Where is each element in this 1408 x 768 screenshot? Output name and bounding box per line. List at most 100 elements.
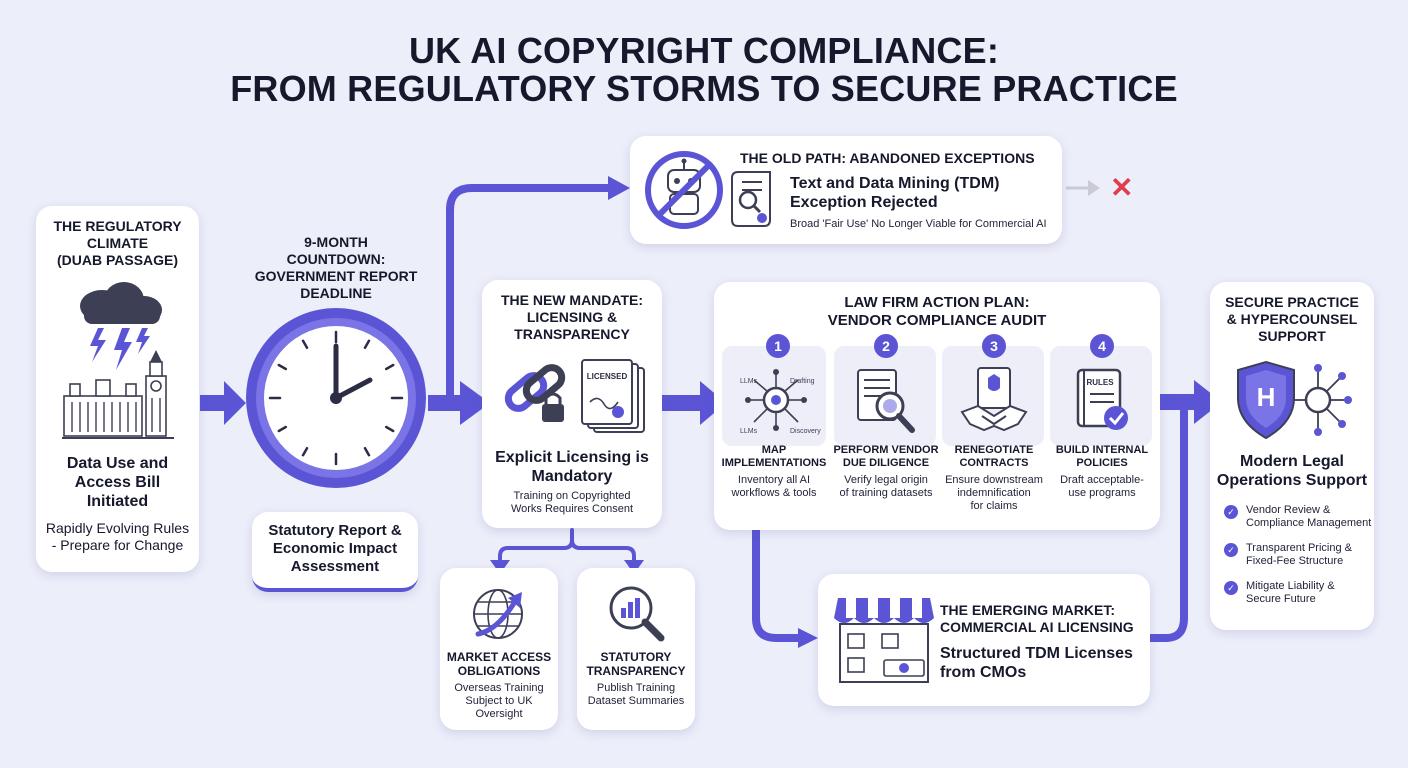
emerging-market-title: Structured TDM Licenses from CMOs — [940, 644, 1146, 682]
step-number-badge: 2 — [874, 334, 898, 358]
arrow-to-emerging-market — [798, 628, 818, 648]
statutory-transparency-text: Publish Training Dataset Summaries — [577, 682, 695, 708]
emerging-market-card: THE EMERGING MARKET: COMMERCIAL AI LICEN… — [818, 574, 1150, 706]
secure-practice-item-line: Secure Future — [1246, 593, 1316, 605]
action-step-3-text: Ensure downstream indemnification for cl… — [938, 474, 1050, 513]
new-mandate-heading-line: THE NEW MANDATE: — [500, 292, 644, 308]
check-icon: ✓ — [1224, 505, 1238, 519]
emerging-market-title-line: Structured TDM Licenses — [940, 645, 1133, 662]
secure-practice-heading-line: SECURE PRACTICE — [1225, 294, 1359, 310]
action-step-1-title: MAP IMPLEMENTATIONS — [718, 444, 830, 470]
market-access-heading-line: MARKET ACCESS — [446, 650, 552, 664]
arrow-climate-to-countdown — [200, 381, 246, 425]
action-plan-card: LAW FIRM ACTION PLAN: VENDOR COMPLIANCE … — [714, 282, 1160, 530]
secure-practice-item: ✓ Vendor Review & Compliance Management — [1224, 504, 1371, 530]
action-step-title-line: IMPLEMENTATIONS — [721, 457, 827, 469]
countdown-heading-line: 9-MONTH — [304, 234, 368, 250]
action-step-text-line: workflows & tools — [731, 487, 817, 499]
market-access-heading: MARKET ACCESS OBLIGATIONS — [440, 650, 558, 678]
old-path-card: THE OLD PATH: ABANDONED EXCEPTIONS Text … — [630, 136, 1062, 244]
secure-practice-item: ✓ Mitigate Liability & Secure Future — [1224, 580, 1335, 606]
countdown-report-card: Statutory Report & Economic Impact Asses… — [252, 512, 418, 592]
secure-practice-item-text: Vendor Review & Compliance Management — [1246, 504, 1371, 530]
countdown-report-line: Assessment — [290, 558, 380, 575]
arrow-to-old-path — [608, 176, 630, 200]
check-icon: ✓ — [1224, 543, 1238, 557]
countdown-heading-line: DEADLINE — [300, 285, 372, 301]
market-access-card: MARKET ACCESS OBLIGATIONS Overseas Train… — [440, 568, 558, 730]
new-mandate-title-line: Explicit Licensing is — [495, 449, 649, 466]
countdown-report-text: Statutory Report & Economic Impact Asses… — [252, 522, 418, 576]
network-label-llms: LLMs — [740, 378, 758, 385]
new-mandate-heading-line: TRANSPARENCY — [514, 326, 630, 342]
action-step-text-line: for claims — [970, 500, 1018, 512]
emerging-market-heading: THE EMERGING MARKET: COMMERCIAL AI LICEN… — [940, 602, 1146, 636]
action-plan-heading-line: LAW FIRM ACTION PLAN: — [844, 294, 1030, 311]
market-access-text-line: Overseas Training — [454, 682, 544, 694]
document-magnifier-icon — [857, 369, 915, 433]
new-mandate-text: Training on Copyrighted Works Requires C… — [482, 490, 662, 516]
licensed-document-icon — [581, 359, 645, 433]
action-step-text-line: of training datasets — [839, 487, 933, 499]
action-step-1-text: Inventory all AI workflows & tools — [718, 474, 830, 500]
secure-practice-item-text: Mitigate Liability & Secure Future — [1246, 580, 1335, 606]
regulatory-climate-card: THE REGULATORY CLIMATE (DUAB PASSAGE) — [36, 206, 199, 572]
regulatory-climate-heading-line: THE REGULATORY — [53, 218, 182, 234]
market-access-text-line: Subject to UK — [465, 695, 533, 707]
regulatory-climate-title-line: Data Use and — [66, 455, 169, 472]
secure-practice-heading-line: SUPPORT — [1258, 328, 1326, 344]
secure-practice-item-line: Vendor Review & — [1246, 504, 1331, 516]
new-mandate-heading-line: LICENSING & — [526, 309, 618, 325]
secure-practice-item-line: Fixed-Fee Structure — [1246, 555, 1344, 567]
new-mandate-title-line: Mandatory — [531, 468, 613, 485]
market-stall-icon — [834, 598, 934, 683]
secure-practice-item: ✓ Transparent Pricing & Fixed-Fee Struct… — [1224, 542, 1352, 568]
statutory-transparency-heading-line: TRANSPARENCY — [586, 664, 686, 678]
action-step-2-title: PERFORM VENDOR DUE DILIGENCE — [830, 444, 942, 470]
scroll-search-icon — [731, 171, 771, 227]
robot-prohibited-icon — [645, 151, 723, 229]
regulatory-climate-title-line: Initiated — [86, 493, 149, 510]
action-step-text-line: Ensure downstream — [945, 474, 1043, 486]
magnifier-chart-icon — [609, 586, 665, 642]
secure-practice-title-line: Operations Support — [1216, 472, 1368, 489]
secure-practice-heading: SECURE PRACTICE & HYPERCOUNSEL SUPPORT — [1210, 294, 1374, 345]
old-path-title: Text and Data Mining (TDM) Exception Rej… — [790, 174, 1050, 212]
market-access-heading-line: OBLIGATIONS — [457, 664, 541, 678]
clock-icon — [246, 308, 426, 488]
action-step-text-line: Verify legal origin — [844, 474, 928, 486]
action-step-2-text: Verify legal origin of training datasets — [830, 474, 942, 500]
action-step-title-line: RENEGOTIATE — [954, 444, 1034, 456]
action-step-title-line: PERFORM VENDOR — [833, 444, 939, 456]
step-number-badge: 3 — [982, 334, 1006, 358]
action-step-title-line: CONTRACTS — [959, 457, 1029, 469]
action-step-title-line: DUE DILIGENCE — [842, 457, 930, 469]
regulatory-climate-text: Rapidly Evolving Rules - Prepare for Cha… — [36, 520, 199, 554]
regulatory-climate-title: Data Use and Access Bill Initiated — [36, 454, 199, 511]
arrow-countdown-to-mandate — [428, 381, 490, 425]
new-mandate-text-line: Training on Copyrighted — [513, 490, 631, 502]
new-mandate-title: Explicit Licensing is Mandatory — [482, 448, 662, 486]
secure-practice-item-line: Compliance Management — [1246, 517, 1372, 529]
page-title-line-2: FROM REGULATORY STORMS TO SECURE PRACTIC… — [230, 68, 1178, 109]
step-number-badge: 4 — [1090, 334, 1114, 358]
regulatory-climate-heading-line: (DUAB PASSAGE) — [56, 252, 179, 268]
market-access-text: Overseas Training Subject to UK Oversigh… — [440, 682, 558, 721]
rejection-arrowhead — [1088, 180, 1100, 196]
secure-practice-title: Modern Legal Operations Support — [1210, 452, 1374, 490]
network-label-llms: LLMs — [740, 428, 758, 435]
shield-network-icon — [1237, 360, 1352, 440]
countdown-heading: 9-MONTH COUNTDOWN: GOVERNMENT REPORT DEA… — [246, 234, 426, 302]
regulatory-climate-text-line: Rapidly Evolving Rules — [45, 520, 190, 536]
action-step-4-title: BUILD INTERNAL POLICIES — [1046, 444, 1158, 470]
emerging-market-heading-line: THE EMERGING MARKET: — [940, 602, 1115, 618]
statutory-transparency-text-line: Publish Training — [596, 682, 676, 694]
new-mandate-heading: THE NEW MANDATE: LICENSING & TRANSPARENC… — [482, 292, 662, 343]
regulatory-climate-heading-line: CLIMATE — [86, 235, 149, 251]
shield-letter: H — [1256, 382, 1276, 412]
regulatory-climate-text-line: - Prepare for Change — [51, 537, 184, 553]
secure-practice-heading-line: & HYPERCOUNSEL — [1226, 311, 1358, 327]
globe-arrow-icon — [473, 589, 523, 639]
statutory-transparency-card: STATUTORY TRANSPARENCY Publish Training … — [577, 568, 695, 730]
